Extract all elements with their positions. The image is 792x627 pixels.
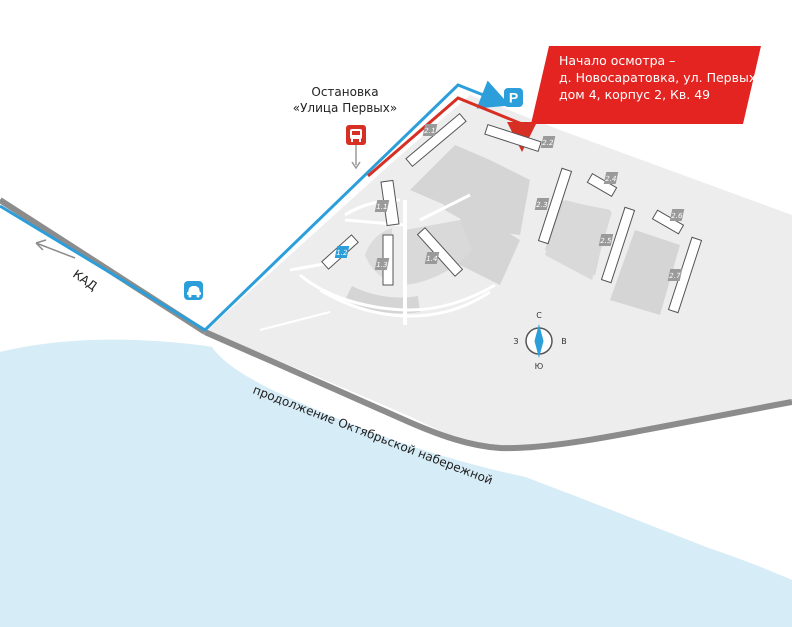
bus-stop-line-1: Остановка	[311, 85, 379, 99]
courtyard-1	[410, 145, 490, 205]
bus-icon	[350, 129, 362, 142]
parking-icon: P	[504, 88, 523, 107]
building-2-3: 2.3	[535, 200, 548, 209]
callout-line-2: д. Новосаратовка, ул. Первых,	[559, 70, 761, 85]
building-2-5: 2.5	[599, 236, 612, 245]
callout-line-1: Начало осмотра –	[559, 53, 676, 68]
start-point-callout: Начало осмотра – д. Новосаратовка, ул. П…	[531, 46, 761, 124]
compass-north: С	[536, 311, 542, 320]
embankment-road	[203, 329, 792, 452]
car-icon	[184, 281, 203, 300]
building-1-3: 1.3	[375, 260, 388, 269]
building-1-1: 1.1	[375, 202, 388, 211]
building-label-bg	[374, 200, 390, 212]
compass-east: В	[561, 337, 567, 346]
river-lower	[0, 395, 700, 627]
block-2-7	[610, 230, 680, 315]
blue-route	[0, 80, 510, 332]
callout-banner-bg	[531, 46, 761, 124]
building-2-7: 2.7	[668, 271, 681, 280]
river-right	[520, 500, 792, 627]
bus-stop-line-2: «Улица Первых»	[292, 101, 398, 115]
building-2-4: 2.4	[604, 174, 617, 183]
bus-stop-marker	[346, 125, 366, 170]
block-2-5	[545, 200, 612, 280]
riverbank-white	[205, 332, 792, 520]
building-2-2: 2.2	[541, 138, 554, 147]
courtyard-2	[440, 160, 530, 235]
building-labels: 1.1 1.2 1.3 1.4 2.1 2.2 2.3 2.4 2.5 2.6 …	[334, 124, 685, 281]
building-2-1: 2.1	[423, 126, 436, 135]
building-2-6: 2.6	[670, 211, 683, 220]
walkway-arcs	[299, 273, 496, 312]
parking-label: P	[509, 90, 518, 106]
kad-direction-arrow	[35, 239, 76, 259]
sector-1	[345, 286, 420, 314]
building-1-4: 1.4	[425, 254, 438, 263]
bus-stop-label: Остановка «Улица Первых»	[280, 84, 410, 116]
red-route	[367, 96, 537, 178]
compass-south: Ю	[535, 362, 544, 371]
building-1-2: 1.2	[335, 248, 348, 257]
compass-west: З	[513, 337, 518, 346]
callout-line-3: дом 4, корпус 2, Кв. 49	[559, 87, 711, 102]
compass: С Ю З В	[513, 311, 566, 371]
compass-needle-icon	[534, 324, 544, 358]
kad-label: КАД	[70, 267, 99, 293]
